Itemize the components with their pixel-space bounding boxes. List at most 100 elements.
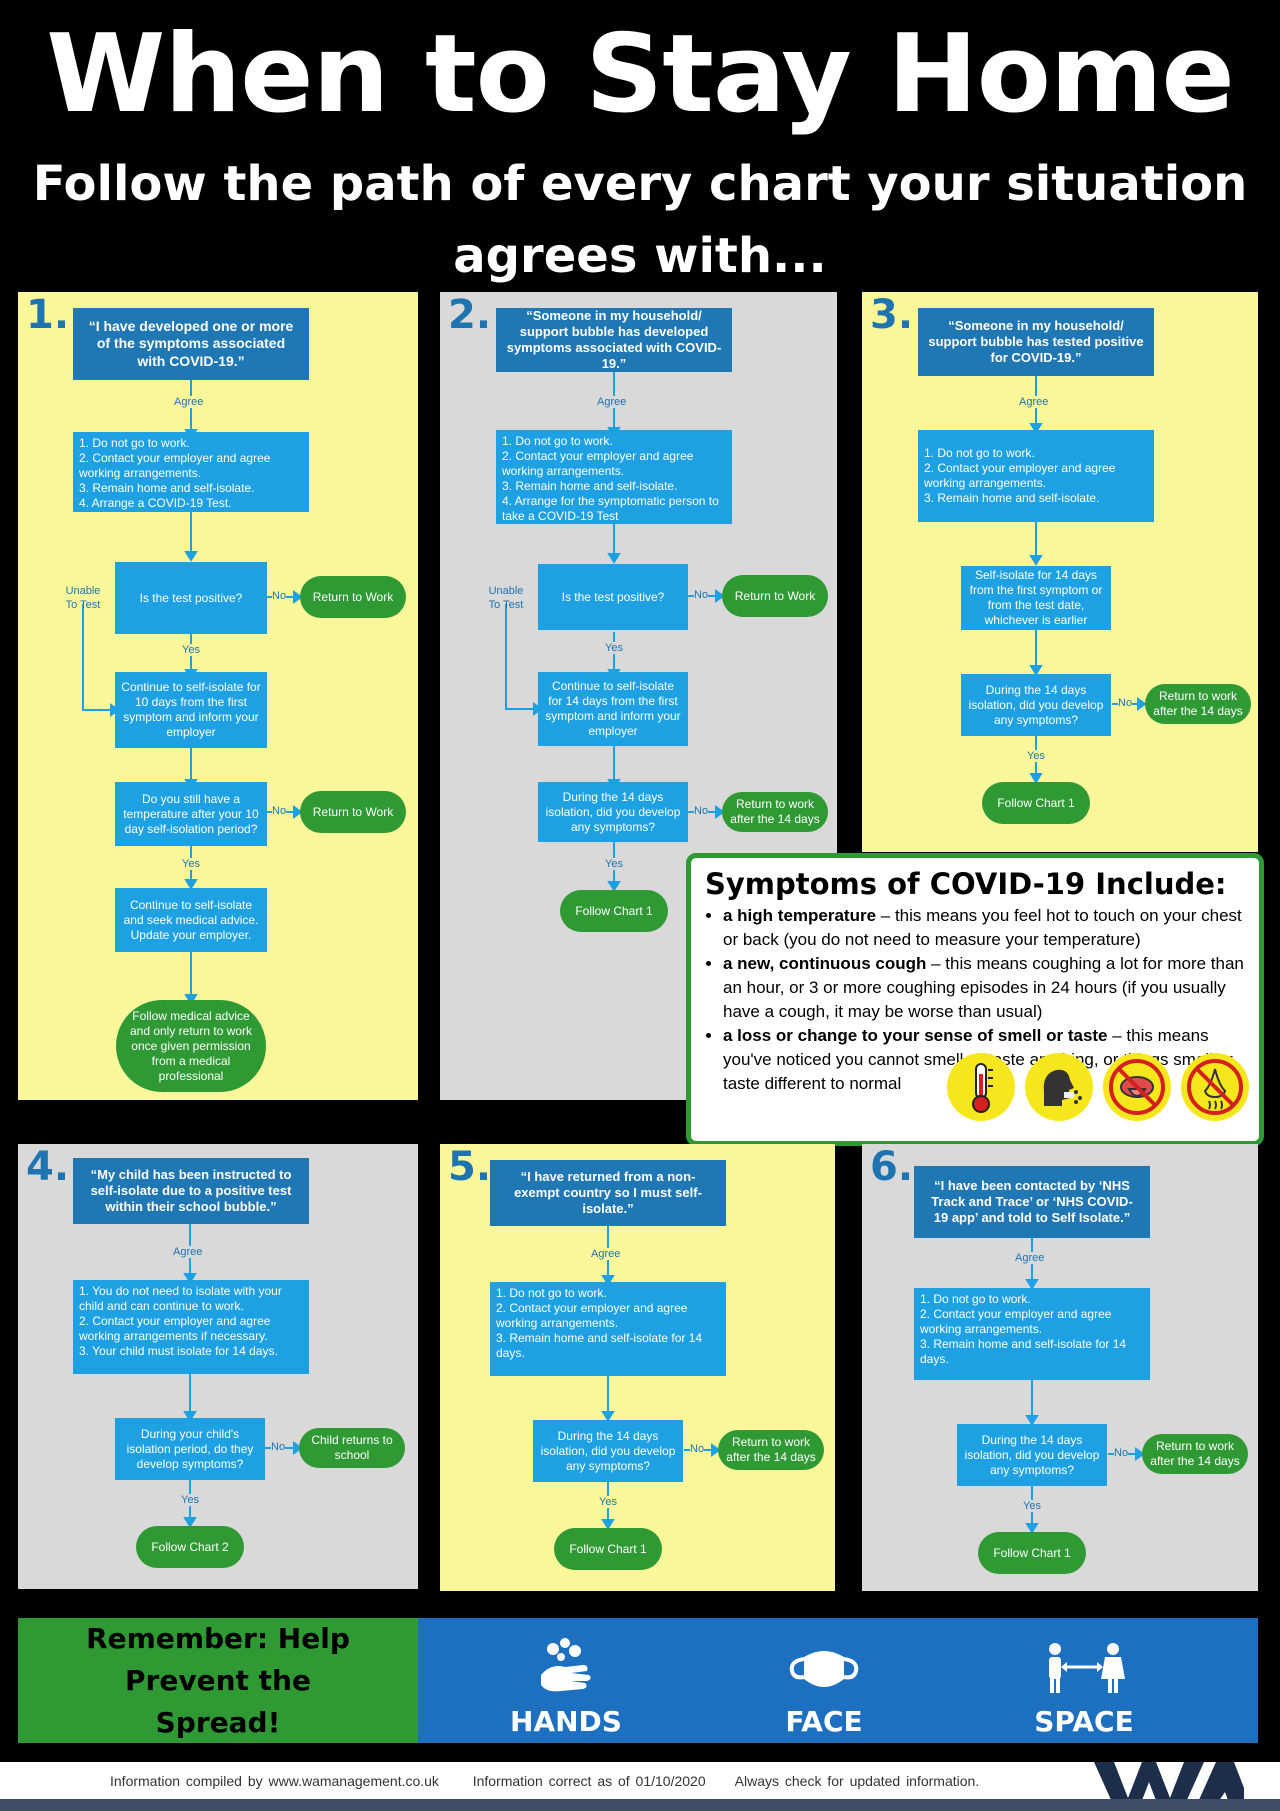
no-label: No: [694, 589, 709, 601]
page-subtitle: Follow the path of every chart your situ…: [32, 156, 1248, 284]
chart-number: 2.: [448, 292, 492, 338]
return-to-work-pill: Return to Work: [722, 575, 828, 617]
decision-box: During the 14 days isolation, did you de…: [538, 782, 688, 842]
symptom-icons: [947, 1053, 1249, 1121]
compiled-by-text: Information compiled by www.wamanagement…: [110, 1773, 439, 1789]
yes-label: Yes: [182, 858, 200, 870]
decision-box: During the 14 days isolation, did you de…: [961, 674, 1111, 736]
symptom-detail: – this means you feel hot to touch on yo…: [723, 906, 1242, 949]
question-box: “I have returned from a non-exempt count…: [490, 1160, 726, 1226]
agree-label: Agree: [597, 396, 627, 408]
wa-logo-mark: [1094, 1762, 1244, 1811]
return-to-work-pill: Return to work after the 14 days: [722, 792, 828, 832]
follow-chart-pill: Follow Chart 1: [560, 890, 668, 932]
chart-number: 1.: [26, 292, 70, 338]
agree-label: Agree: [1015, 1252, 1045, 1264]
question-box: “I have developed one or more of the sym…: [73, 308, 309, 380]
chart-number: 3.: [870, 292, 914, 338]
chart-6: 6. “I have been contacted by ‘NHS Track …: [862, 1144, 1258, 1591]
chart-number: 5.: [448, 1144, 492, 1190]
chart-5: 5. “I have returned from a non-exempt co…: [440, 1144, 835, 1591]
symptom-name: a new, continuous cough: [723, 954, 927, 973]
yes-label: Yes: [181, 1494, 199, 1506]
chart-1: 1. “I have developed one or more of the …: [18, 292, 418, 1100]
cough-icon: [1025, 1053, 1093, 1121]
medical-advice-box: Continue to self-isolate and seek medica…: [115, 888, 267, 952]
decision-box: During your child's isolation period, do…: [115, 1418, 265, 1480]
check-updates-text: Always check for updated information.: [734, 1773, 980, 1789]
space-item: SPACE: [984, 1618, 1184, 1743]
child-returns-pill: Child returns to school: [299, 1428, 405, 1468]
chart-4: 4. “My child has been instructed to self…: [18, 1144, 418, 1589]
symptoms-list: a high temperature – this means you feel…: [705, 904, 1245, 1096]
action-box: 1. Do not go to work. 2. Contact your em…: [914, 1288, 1150, 1380]
no-label: No: [694, 805, 709, 817]
hands-face-space-banner: HANDS FACE SPACE: [418, 1618, 1258, 1743]
symptom-detail: – this means coughing a lot for more tha…: [723, 954, 1244, 1021]
end-pill: Follow medical advice and only return to…: [116, 1000, 266, 1092]
decision-box: During the 14 days isolation, did you de…: [957, 1424, 1107, 1486]
no-label: No: [271, 1441, 286, 1453]
isolate-box: Continue to self-isolate for 14 days fro…: [538, 672, 688, 746]
symptoms-title: Symptoms of COVID-19 Include:: [705, 867, 1227, 901]
info-bottom-bar: [0, 1799, 1280, 1811]
wa-logo: WA: [1094, 1762, 1244, 1811]
face-label: FACE: [785, 1705, 863, 1738]
reminder-banner: Remember: Help Prevent the Spread!: [18, 1618, 418, 1743]
no-label: No: [272, 590, 287, 602]
symptom-item: a high temperature – this means you feel…: [723, 904, 1245, 952]
question-box: “Someone in my household/ support bubble…: [496, 308, 732, 372]
thermometer-icon: [947, 1053, 1015, 1121]
return-to-work-pill: Return to work after the 14 days: [1145, 684, 1251, 724]
return-to-work-pill: Return to Work: [300, 791, 406, 833]
yes-label: Yes: [1023, 1500, 1041, 1512]
chart-number: 4.: [26, 1144, 70, 1190]
face-item: FACE: [724, 1618, 924, 1743]
yes-label: Yes: [599, 1496, 617, 1508]
face-mask-icon: [789, 1651, 859, 1687]
agree-label: Agree: [174, 396, 204, 408]
return-to-work-pill: Return to work after the 14 days: [718, 1430, 824, 1470]
follow-chart-pill: Follow Chart 2: [136, 1526, 244, 1568]
agree-label: Agree: [1019, 396, 1049, 408]
symptom-item: a new, continuous cough – this means cou…: [723, 952, 1245, 1024]
action-box: 1. You do not need to isolate with your …: [73, 1280, 309, 1374]
decision-box: Is the test positive?: [538, 564, 688, 630]
symptom-name: a loss or change to your sense of smell …: [723, 1026, 1108, 1045]
hands-icon: [541, 1638, 591, 1692]
question-box: “I have been contacted by ‘NHS Track and…: [914, 1166, 1150, 1238]
action-box: 1. Do not go to work. 2. Contact your em…: [490, 1282, 726, 1376]
unable-to-test-label: Unable To Test: [65, 585, 101, 611]
return-to-work-pill: Return to Work: [300, 576, 406, 618]
yes-label: Yes: [605, 858, 623, 870]
social-distance-icon: [1049, 1643, 1125, 1693]
question-box: “My child has been instructed to self-is…: [73, 1158, 309, 1224]
follow-chart-pill: Follow Chart 1: [554, 1528, 662, 1570]
no-label: No: [1118, 697, 1133, 709]
no-label: No: [690, 1443, 705, 1455]
question-box: “Someone in my household/ support bubble…: [918, 308, 1154, 376]
no-taste-icon: [1103, 1053, 1171, 1121]
info-bar: Information compiled by www.wamanagement…: [0, 1762, 1280, 1811]
chart-2: 2. “Someone in my household/ support bub…: [440, 292, 837, 1100]
follow-chart-pill: Follow Chart 1: [978, 1532, 1086, 1574]
no-label: No: [1114, 1447, 1129, 1459]
page-title: When to Stay Home: [46, 12, 1235, 137]
chart-number: 6.: [870, 1144, 914, 1190]
reminder-text: Remember: Help Prevent the Spread!: [86, 1621, 350, 1739]
correct-as-of-text: Information correct as of 01/10/2020: [472, 1773, 706, 1789]
decision-box: Is the test positive?: [115, 562, 267, 634]
chart-3: 3. “Someone in my household/ support bub…: [862, 292, 1258, 852]
isolate-box: Self-isolate for 14 days from the first …: [961, 566, 1111, 630]
agree-label: Agree: [591, 1248, 621, 1260]
decision-box: Do you still have a temperature after yo…: [115, 782, 267, 846]
symptoms-box: Symptoms of COVID-19 Include: a high tem…: [686, 853, 1264, 1146]
unable-to-test-label: Unable To Test: [488, 585, 524, 611]
info-text: Information compiled by www.wamanagement…: [110, 1773, 979, 1789]
space-label: SPACE: [1034, 1705, 1134, 1738]
no-smell-icon: [1181, 1053, 1249, 1121]
action-box: 1. Do not go to work. 2. Contact your em…: [73, 432, 309, 512]
follow-chart-pill: Follow Chart 1: [982, 782, 1090, 824]
isolate-box: Continue to self-isolate for 10 days fro…: [115, 672, 267, 748]
decision-box: During the 14 days isolation, did you de…: [533, 1420, 683, 1482]
